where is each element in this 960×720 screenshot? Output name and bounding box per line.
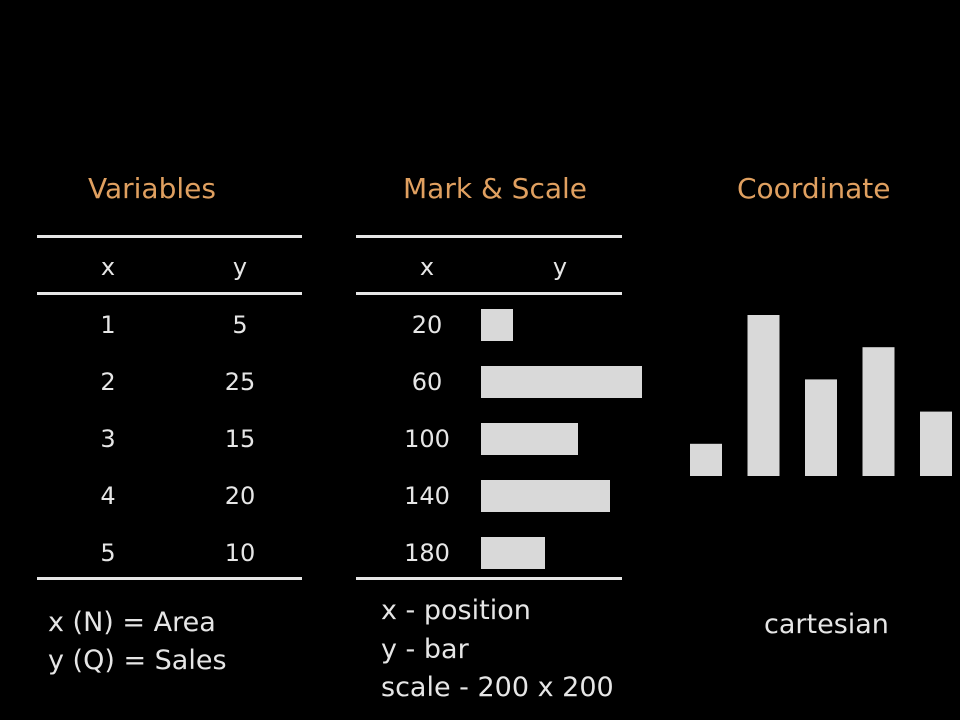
variables-row-4-x: 4 [100,482,116,510]
mark-scale-row-4-x: 140 [404,482,450,510]
coordinate-label: cartesian [764,609,889,640]
variables-note-x: x (N) = Area [48,607,216,638]
mark-scale-note-bar: y - bar [381,634,469,665]
mark-scale-row-1-x: 20 [411,311,443,339]
variables-row-3-y: 15 [224,425,256,453]
mark-scale-bar-1 [481,309,513,341]
mark-scale-row-2-x: 60 [411,368,443,396]
cartesian-bar-2 [747,315,780,476]
cartesian-bar-chart [690,315,952,476]
variables-bottom-rule [37,577,302,580]
variables-row-5-y: 10 [224,539,256,567]
mark-scale-row-3-x: 100 [404,425,450,453]
mark-scale-header-rule [356,292,622,295]
cartesian-bar-4 [862,347,895,476]
variables-row-4-y: 20 [224,482,256,510]
mark-scale-bottom-rule [356,577,622,580]
variables-row-5-x: 5 [100,539,116,567]
variables-col-y-header: y [232,253,248,281]
cartesian-bar-1 [690,443,722,476]
cartesian-bar-5 [920,411,952,476]
coordinate-heading: Coordinate [737,172,891,205]
variables-row-1-x: 1 [100,311,116,339]
variables-note-y: y (Q) = Sales [48,645,227,676]
mark-scale-note-scale: scale - 200 x 200 [381,672,614,703]
mark-scale-row-5-x: 180 [404,539,450,567]
mark-scale-bar-2 [481,366,642,398]
mark-scale-note-position: x - position [381,595,531,626]
mark-scale-bar-5 [481,537,545,569]
mark-scale-top-rule [356,235,622,238]
variables-row-2-x: 2 [100,368,116,396]
mark-scale-bar-3 [481,423,578,455]
mark-scale-col-y-header: y [552,253,568,281]
mark-scale-col-x-header: x [419,253,435,281]
variables-row-1-y: 5 [232,311,248,339]
mark-scale-bar-4 [481,480,610,512]
variables-top-rule [37,235,302,238]
variables-row-3-x: 3 [100,425,116,453]
variables-col-x-header: x [100,253,116,281]
variables-row-2-y: 25 [224,368,256,396]
mark-scale-heading: Mark & Scale [403,172,588,205]
variables-heading: Variables [88,172,216,205]
cartesian-bar-3 [805,379,837,476]
variables-header-rule [37,292,302,295]
